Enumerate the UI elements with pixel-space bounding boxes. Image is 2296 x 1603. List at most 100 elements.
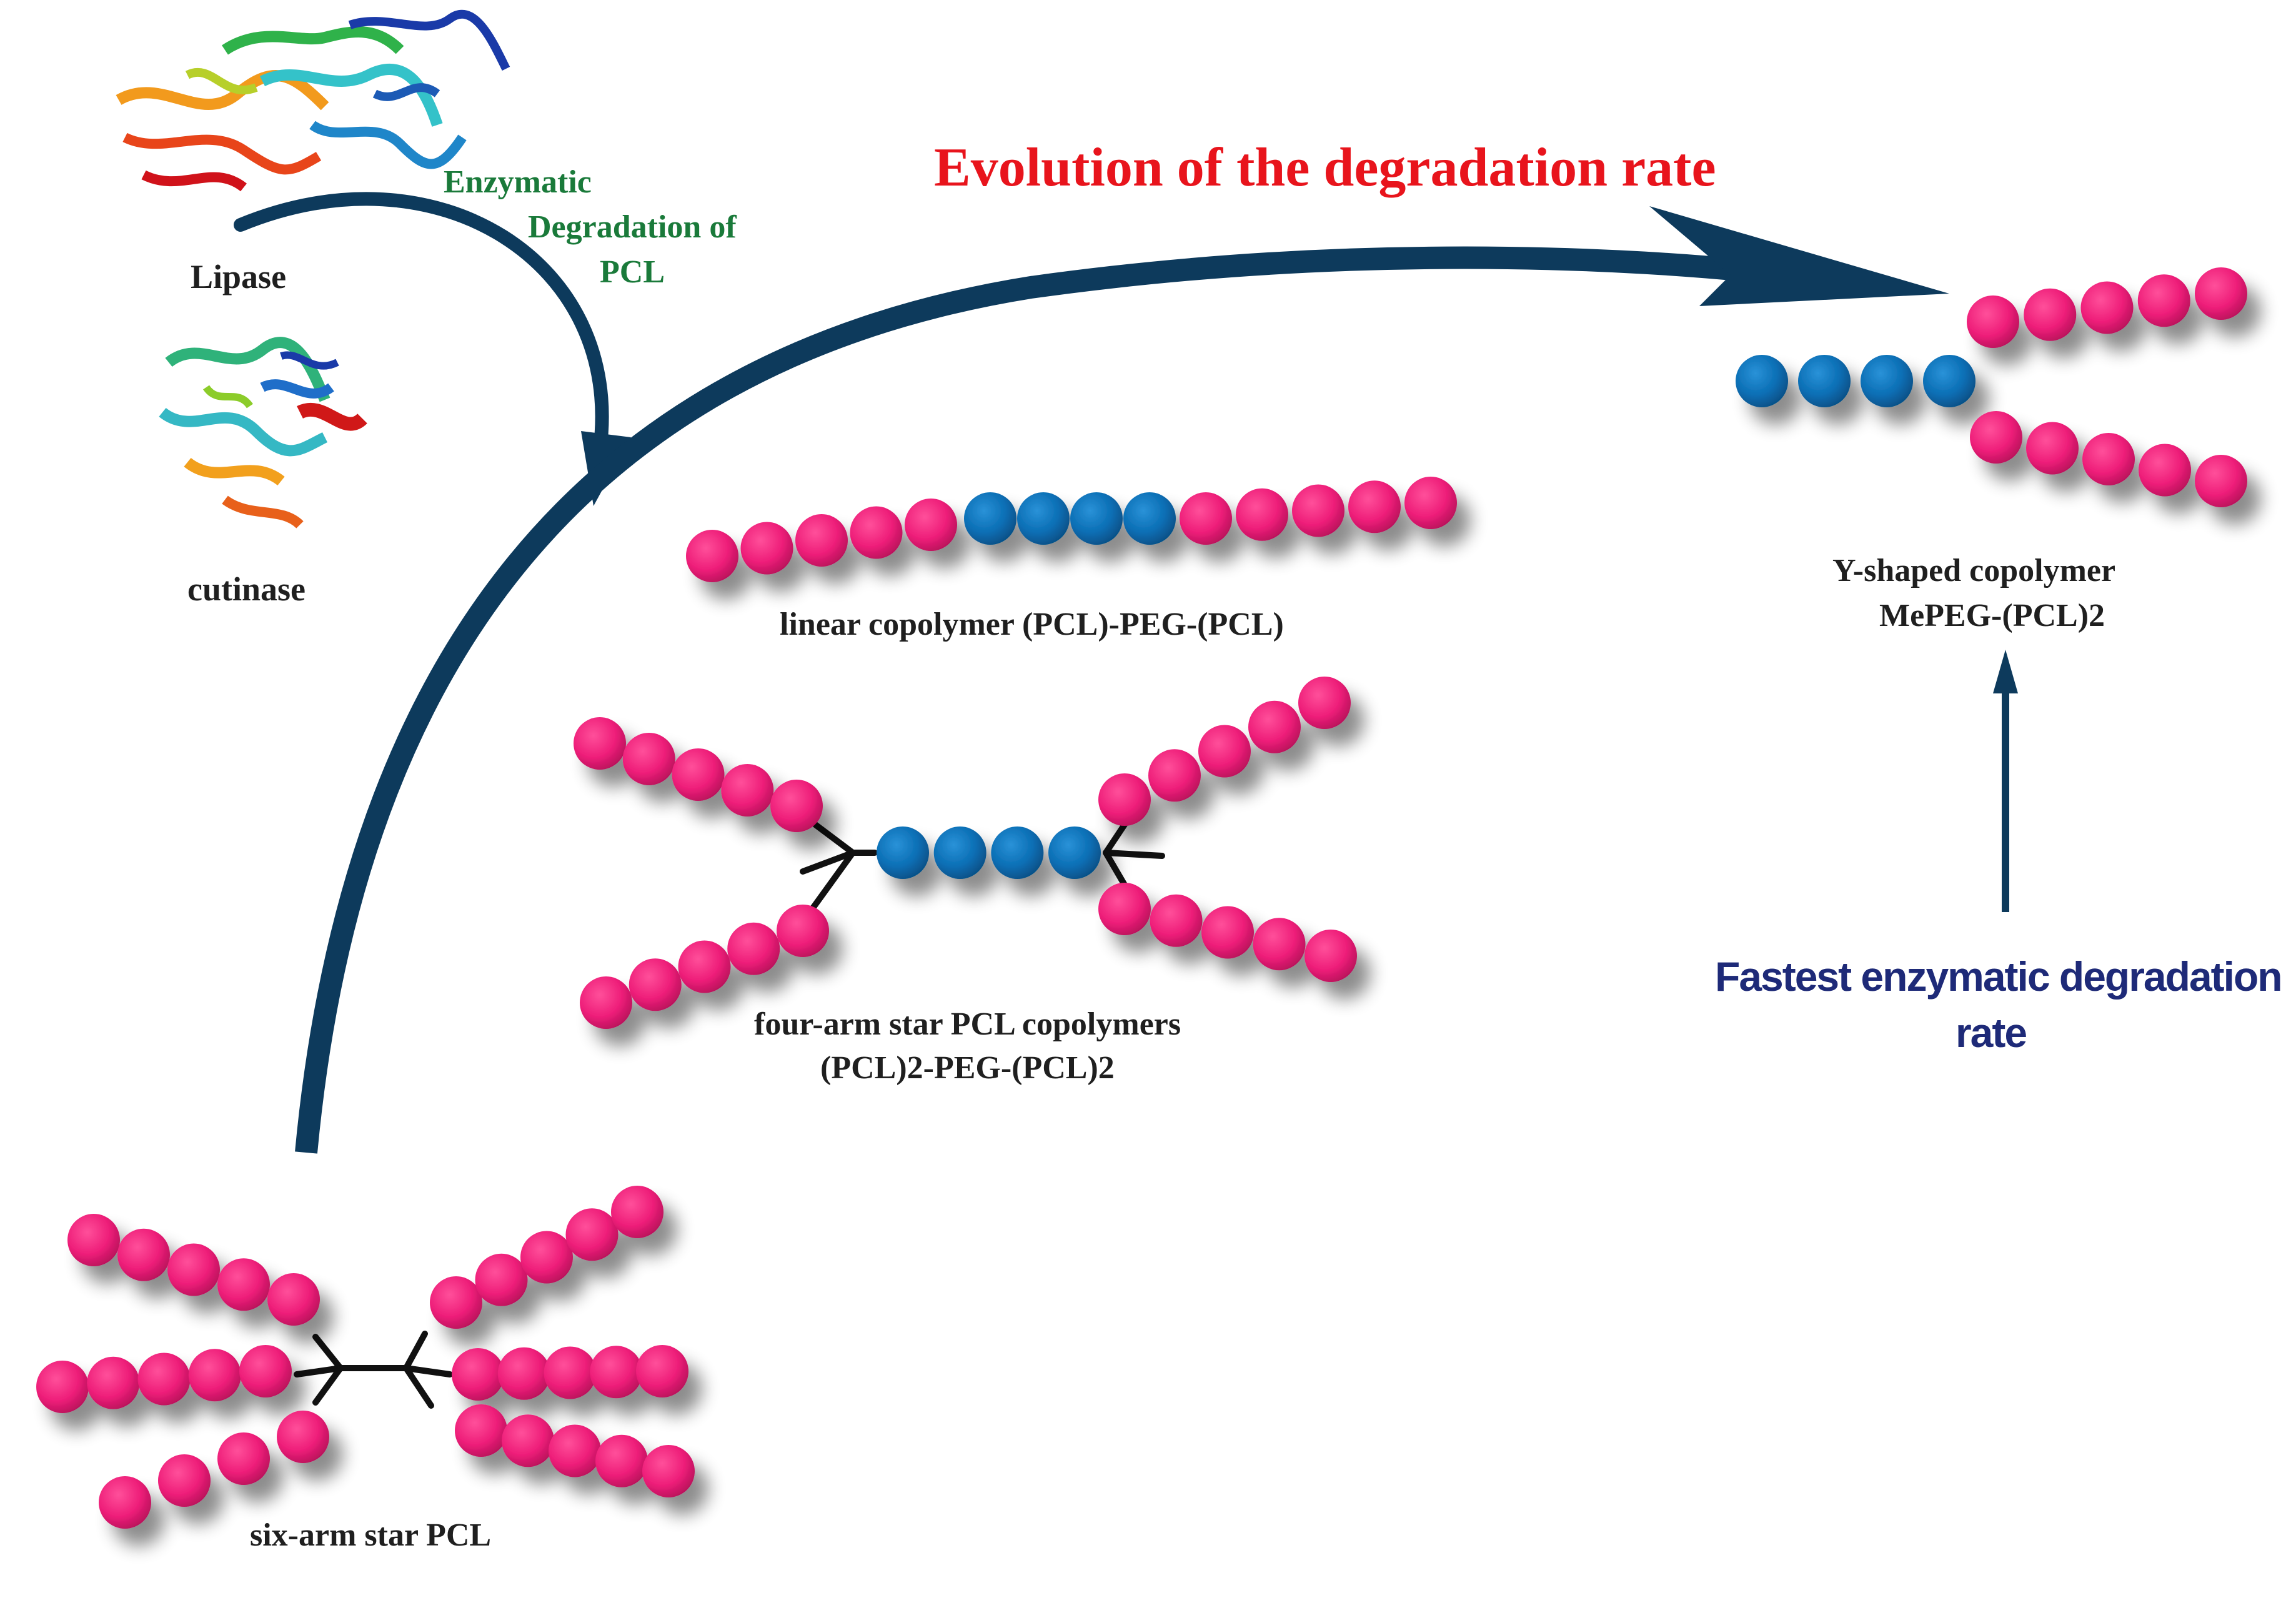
peg-bead <box>1923 355 1975 407</box>
pcl-bead <box>2139 444 2191 497</box>
cutinase-label: cutinase <box>187 570 306 608</box>
bond-line <box>800 850 856 875</box>
peg-bead <box>933 826 986 879</box>
pcl-bead <box>770 780 823 832</box>
pcl-bead <box>1150 894 1203 947</box>
pcl-bead <box>36 1361 89 1413</box>
bond-line <box>312 1365 344 1406</box>
pcl-bead <box>672 748 725 801</box>
y-shaped-label-line2: MePEG-(PCL)2 <box>1879 598 2105 633</box>
pcl-bead <box>267 1273 320 1326</box>
pcl-bead <box>158 1454 211 1507</box>
pcl-bead <box>721 764 774 816</box>
pcl-bead <box>1298 677 1351 729</box>
pcl-bead <box>1404 477 1457 529</box>
lipase-protein-icon <box>116 9 510 192</box>
enzymatic-label-line2: Degradation of <box>528 209 737 245</box>
bond-line <box>1103 821 1128 856</box>
bond-line <box>403 1331 428 1371</box>
enzymatic-label-line1: Enzymatic <box>444 164 592 200</box>
pcl-bead <box>1348 480 1401 534</box>
pcl-bead <box>795 514 848 567</box>
pcl-bead <box>1180 492 1232 545</box>
pcl-bead <box>629 958 682 1011</box>
pcl-bead <box>117 1228 170 1281</box>
pcl-bead <box>430 1276 482 1329</box>
pcl-bead <box>475 1253 528 1306</box>
pcl-bead <box>905 499 957 551</box>
pcl-bead <box>2195 455 2247 507</box>
peg-bead <box>877 826 929 879</box>
pcl-bead <box>217 1432 270 1485</box>
four-arm-label-line2: (PCL)2-PEG-(PCL)2 <box>820 1050 1115 1086</box>
bond-line <box>312 1334 344 1371</box>
pcl-bead <box>549 1424 601 1477</box>
pcl-bead <box>217 1258 270 1311</box>
pcl-bead <box>167 1243 220 1296</box>
pcl-bead <box>595 1434 648 1487</box>
pcl-bead <box>611 1186 663 1238</box>
pcl-bead <box>1970 411 2022 464</box>
lipase-label: Lipase <box>191 258 287 295</box>
pcl-bead <box>565 1208 619 1261</box>
pcl-bead <box>1148 749 1201 802</box>
pcl-bead <box>1253 918 1306 971</box>
bond-line <box>294 1365 344 1377</box>
pcl-bead <box>1201 906 1254 959</box>
peg-bead <box>1736 355 1788 407</box>
pcl-bead <box>590 1346 643 1399</box>
pcl-bead <box>580 976 632 1029</box>
fastest-label-line2: rate <box>1956 1010 2027 1056</box>
fastest-label-line1: Fastest enzymatic degradation <box>1715 953 2283 1000</box>
pcl-bead <box>678 940 731 993</box>
pcl-bead <box>574 717 626 770</box>
pcl-bead <box>67 1214 120 1266</box>
bond-line <box>809 850 856 912</box>
pcl-bead <box>2082 433 2135 485</box>
pcl-bead <box>1967 295 2019 348</box>
pcl-bead <box>1236 488 1288 541</box>
pcl-bead <box>850 506 903 559</box>
peg-bead <box>1798 355 1851 407</box>
bond-line <box>403 1365 453 1377</box>
pcl-bead <box>686 530 738 582</box>
pcl-bead <box>2026 422 2079 475</box>
bond-line <box>1103 850 1165 859</box>
pcl-bead <box>1098 773 1151 826</box>
six-arm-label: six-arm star PCL <box>250 1517 492 1553</box>
pcl-bead <box>544 1346 597 1399</box>
pcl-bead <box>2024 288 2077 341</box>
pcl-bead <box>642 1445 695 1497</box>
pcl-bead <box>2080 281 2134 334</box>
pcl-bead <box>239 1345 292 1397</box>
peg-bead <box>1123 492 1176 545</box>
four-arm-label-line1: four-arm star PCL copolymers <box>754 1006 1181 1042</box>
pcl-bead <box>1098 883 1151 935</box>
pcl-bead <box>727 922 780 975</box>
pcl-bead <box>137 1352 191 1406</box>
pcl-bead <box>1292 484 1344 537</box>
enzymatic-label-line3: PCL <box>600 254 665 290</box>
pcl-bead <box>452 1348 504 1401</box>
pcl-bead <box>455 1404 507 1457</box>
pcl-bead <box>497 1347 550 1400</box>
peg-bead <box>1017 492 1070 545</box>
peg-bead <box>1048 826 1101 879</box>
pcl-bead <box>502 1414 554 1467</box>
pcl-bead <box>1248 700 1301 753</box>
pcl-bead <box>636 1345 688 1397</box>
pcl-bead <box>1198 725 1251 778</box>
fastest-arrow <box>1993 650 2018 912</box>
pcl-bead <box>520 1231 573 1284</box>
pcl-bead <box>2137 274 2190 327</box>
cutinase-protein-icon <box>159 337 367 529</box>
pcl-bead <box>622 733 675 785</box>
bond-line <box>403 1365 434 1409</box>
linear-copolymer-label: linear copolymer (PCL)-PEG-(PCL) <box>780 607 1284 642</box>
pcl-bead <box>87 1356 140 1409</box>
pcl-bead <box>99 1476 151 1529</box>
pcl-bead <box>188 1349 241 1402</box>
pcl-bead <box>1305 930 1357 982</box>
pcl-bead <box>777 905 829 957</box>
